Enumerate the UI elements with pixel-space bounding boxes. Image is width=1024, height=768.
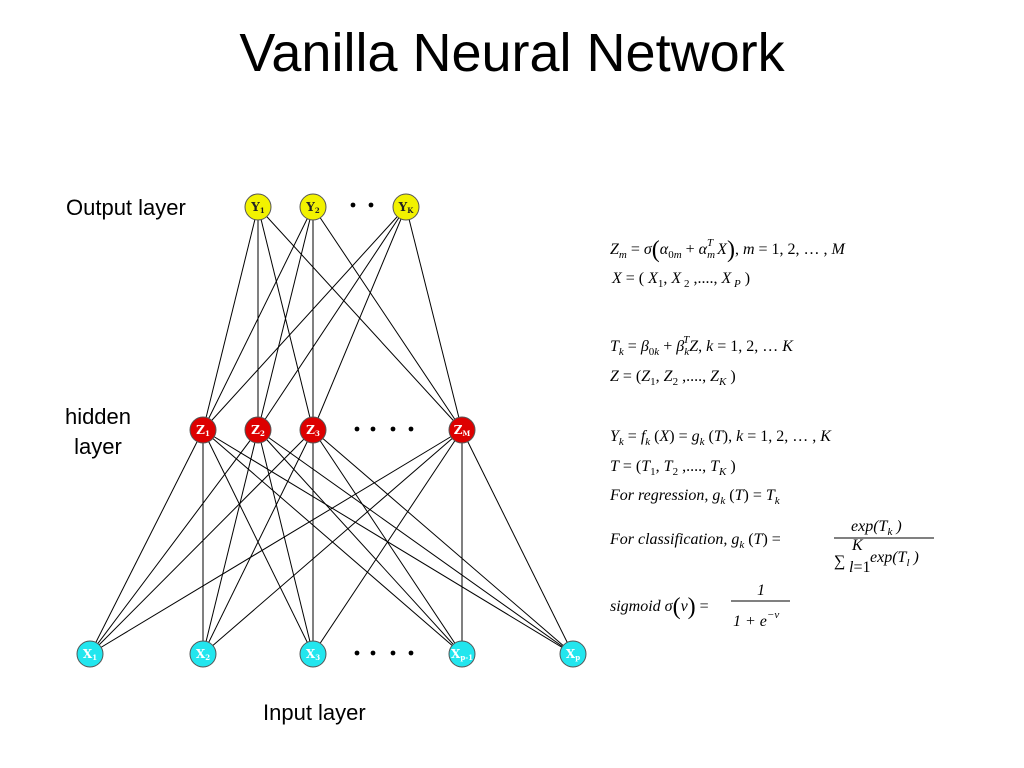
equation-x: X = ( X1, X 2 ,...., X P )	[611, 270, 750, 290]
input-node-label-4: Xp-1	[451, 647, 473, 662]
hidden-node-label-2: Z2	[251, 423, 265, 438]
input-node-label-1: X1	[83, 647, 97, 662]
edge-input-0-hidden-0	[89, 429, 204, 655]
equation-z: Z = (Z1, Z2 ,...., ZK )	[610, 368, 736, 388]
svg-text:For classification, gk (T): For classification, gk (T) =	[609, 531, 781, 551]
hidden-node-3: Z3	[299, 416, 327, 444]
svg-text:T = (T1, T2 ,...., TK ): T = (T1, T2 ,...., TK )	[610, 458, 736, 478]
hidden-label-line1: hidden	[64, 404, 132, 429]
svg-text:X = ( X1, X 2 ,...., X P ): X = ( X1, X 2 ,...., X P )	[611, 270, 750, 290]
nodes: Y1 Y2 YK Z1 Z2 Z3 ZM X1 X2 X3 Xp-1 Xp	[76, 193, 587, 668]
output-node-2: Y2	[299, 193, 327, 221]
edge-input-0-hidden-3	[89, 429, 463, 655]
svg-text:Zm = σ(α0m + αmT X), m = 1,: Zm = σ(α0m + αmT X), m = 1, 2, … , M	[610, 237, 847, 263]
edge-input-3-hidden-0	[202, 429, 463, 655]
output-node-label-2: Y2	[305, 200, 320, 215]
edge-input-0-hidden-2	[89, 429, 314, 655]
edge-input-2-hidden-1	[257, 429, 314, 655]
svg-text:Z = (Z1, Z2 ,...., ZK ): Z = (Z1, Z2 ,...., ZK )	[610, 368, 736, 388]
equation-classification: For classification, gk (T) = exp(Tk ) ∑ …	[609, 518, 934, 576]
edge-hidden-1-output-2	[257, 206, 407, 431]
hidden-node-label-1: Z1	[196, 423, 210, 438]
edge-input-1-hidden-1	[202, 429, 259, 655]
svg-text:Yk = fk (X) = gk (T), k = 1,: Yk = fk (X) = gk (T), k = 1, 2, … , K	[610, 428, 832, 448]
svg-text:1: 1	[757, 582, 765, 599]
svg-text:Tk = β0k + βkTZ, k = 1, 2, …: Tk = β0k + βkTZ, k = 1, 2, … K	[610, 334, 794, 358]
svg-text:1 + e−v: 1 + e−v	[733, 609, 779, 630]
hidden-node-1: Z1	[189, 416, 217, 444]
edge-input-4-hidden-1	[257, 429, 574, 655]
edge-input-4-hidden-3	[461, 429, 574, 655]
equation-sigmoid: sigmoid σ(v) = 1 1 + e−v	[610, 582, 790, 630]
input-node-label-3: X3	[306, 647, 320, 662]
page-title: Vanilla Neural Network	[239, 23, 785, 83]
output-ellipsis-dot-2	[368, 202, 374, 208]
ellipsis-dots	[350, 202, 414, 656]
equation-tk: Tk = β0k + βkTZ, k = 1, 2, … K	[610, 334, 794, 358]
equation-yk: Yk = fk (X) = gk (T), k = 1, 2, … , K	[610, 428, 832, 448]
edge-hidden-0-output-0	[202, 206, 259, 431]
hidden-node-label-3: Z3	[306, 423, 320, 438]
output-node-label-3: YK	[398, 200, 415, 215]
edge-input-0-hidden-1	[89, 429, 259, 655]
edge-hidden-0-output-2	[202, 206, 407, 431]
input-layer-label: Input layer	[263, 700, 366, 725]
equation-regression: For regression, gk (T) = Tk	[609, 487, 781, 507]
hidden-node-4: ZM	[448, 416, 476, 444]
svg-text:K: K	[851, 537, 864, 554]
svg-text:For regression, gk (T) = Tk: For regression, gk (T) = Tk	[609, 487, 781, 507]
input-node-4: Xp-1	[448, 640, 476, 668]
hidden-node-label-4: ZM	[454, 423, 471, 438]
edges	[89, 206, 574, 655]
equation-zm: Zm = σ(α0m + αmT X), m = 1, 2, … , M	[610, 237, 847, 263]
output-node-label-1: Y1	[250, 200, 265, 215]
input-node-3: X3	[299, 640, 327, 668]
input-ellipsis-dot-1	[354, 650, 360, 656]
edge-hidden-2-output-0	[257, 206, 314, 431]
edge-hidden-3-output-1	[312, 206, 463, 431]
output-node-1: Y1	[244, 193, 272, 221]
svg-text:exp(Tk ): exp(Tk )	[851, 518, 902, 538]
svg-text:∑: ∑	[834, 553, 845, 570]
input-ellipsis-dot-3	[390, 650, 396, 656]
edge-input-4-hidden-2	[312, 429, 574, 655]
edge-input-4-hidden-0	[202, 429, 574, 655]
edge-input-2-hidden-0	[202, 429, 314, 655]
input-node-2: X2	[189, 640, 217, 668]
svg-text:exp(Tl ): exp(Tl )	[870, 549, 919, 569]
edge-input-3-hidden-1	[257, 429, 463, 655]
input-node-label-5: Xp	[566, 647, 580, 662]
edge-hidden-3-output-2	[405, 206, 463, 431]
input-node-5: Xp	[559, 640, 587, 668]
hidden-layer-label: hidden layer	[40, 402, 156, 462]
hidden-ellipsis-dot-4	[408, 426, 414, 432]
output-ellipsis-dot-1	[350, 202, 356, 208]
hidden-ellipsis-dot-3	[390, 426, 396, 432]
equation-t: T = (T1, T2 ,...., TK )	[610, 458, 736, 478]
input-ellipsis-dot-2	[370, 650, 376, 656]
svg-text:sigmoid σ(v) =: sigmoid σ(v) =	[610, 594, 709, 620]
input-node-1: X1	[76, 640, 104, 668]
svg-text:l=1: l=1	[849, 559, 870, 576]
hidden-ellipsis-dot-2	[370, 426, 376, 432]
hidden-node-2: Z2	[244, 416, 272, 444]
input-node-label-2: X2	[196, 647, 210, 662]
output-node-3: YK	[392, 193, 420, 221]
hidden-label-line2: layer	[74, 434, 122, 459]
hidden-ellipsis-dot-1	[354, 426, 360, 432]
input-ellipsis-dot-4	[408, 650, 414, 656]
edge-hidden-3-output-0	[257, 206, 463, 431]
output-layer-label: Output layer	[66, 195, 186, 220]
